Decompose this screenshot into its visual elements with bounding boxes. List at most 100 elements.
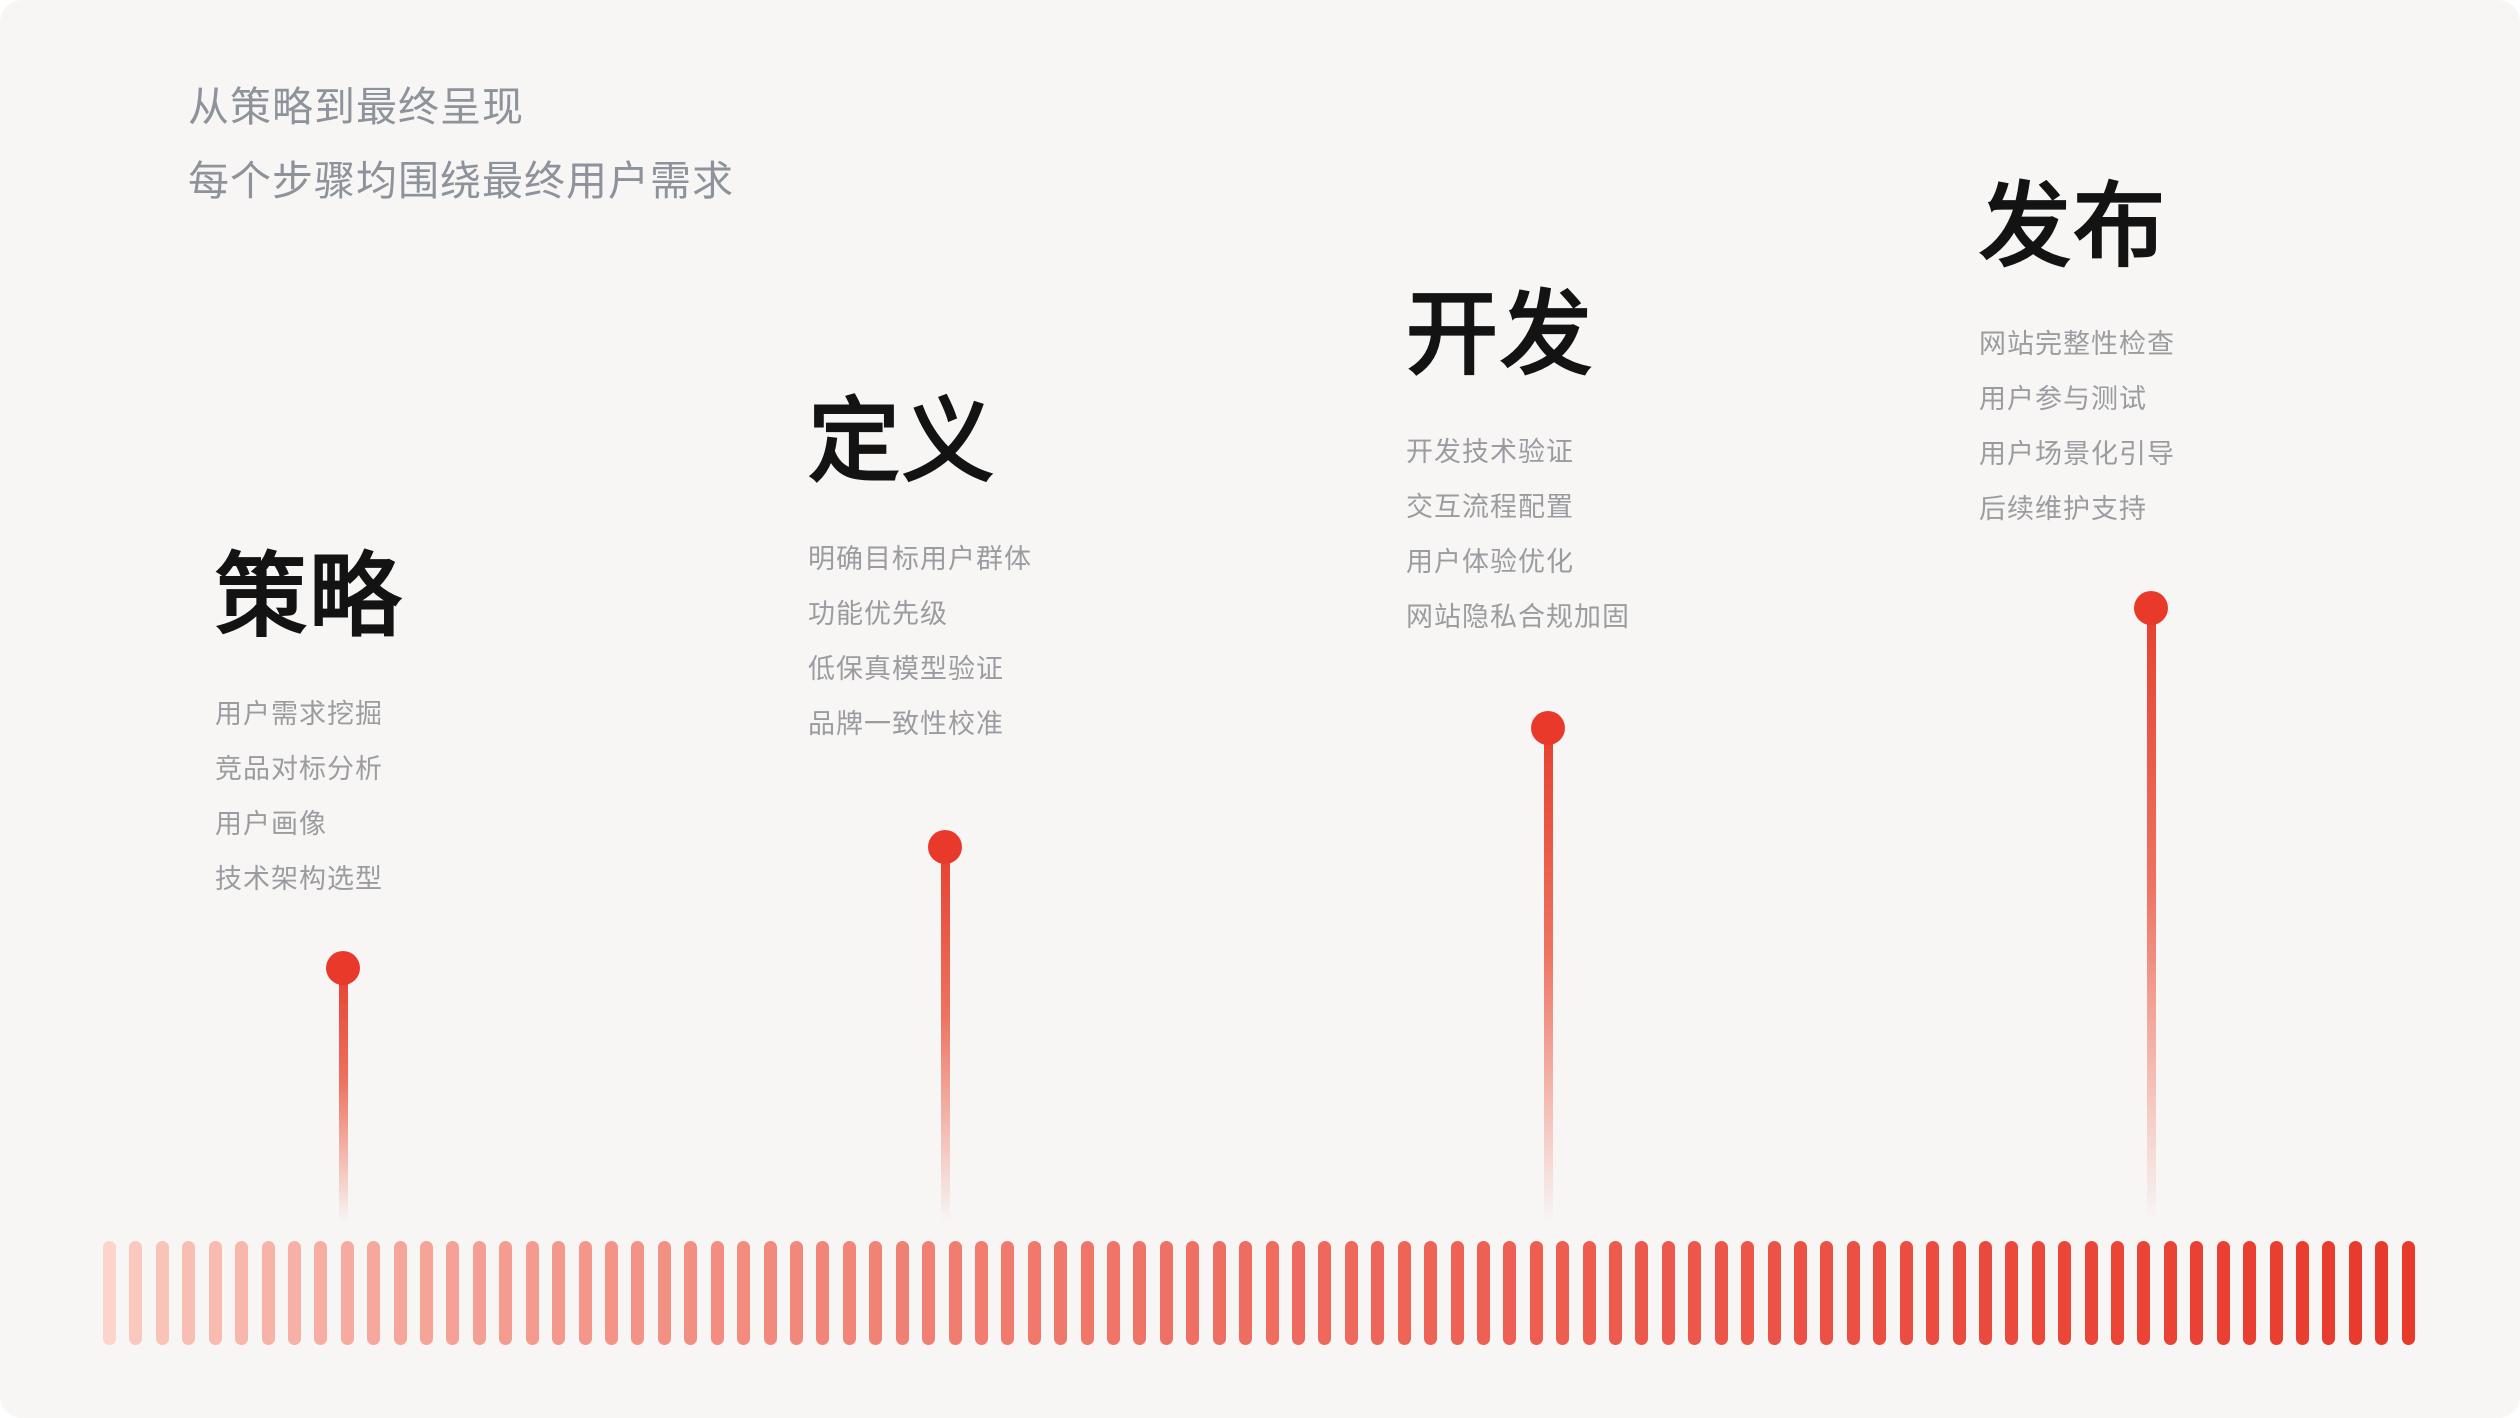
- ticker-bar: [1741, 1241, 1755, 1345]
- ticker-bar: [842, 1241, 856, 1345]
- ticker-bar: [1291, 1241, 1305, 1345]
- ticker-bar: [103, 1241, 116, 1345]
- ticker-bar: [446, 1241, 460, 1345]
- stage-item: 用户场景化引导: [1979, 439, 2175, 469]
- ticker-bar: [472, 1241, 486, 1345]
- subtitle-line-1: 从策略到最终呈现: [188, 84, 524, 130]
- ticker-bar: [1767, 1241, 1781, 1345]
- ticker-bar: [1159, 1241, 1173, 1345]
- ticker-bar: [182, 1241, 196, 1345]
- ticker-bar: [763, 1241, 777, 1345]
- ticker-bar: [2137, 1241, 2151, 1345]
- ticker-bar: [2269, 1241, 2283, 1345]
- ticker-bar: [789, 1241, 803, 1345]
- ticker-bar: [1582, 1241, 1596, 1345]
- ticker-bar: [1556, 1241, 1570, 1345]
- stage-group-strategy: 策略 用户需求挖掘 竞品对标分析 用户画像 技术架构选型: [215, 550, 403, 920]
- ticker-bar: [1635, 1241, 1649, 1345]
- ticker-bar: [1371, 1241, 1385, 1345]
- ticker-bar: [605, 1241, 619, 1345]
- ticker-bar: [2401, 1241, 2415, 1345]
- ticker-bar: [1318, 1241, 1332, 1345]
- ticker-bar: [1899, 1241, 1913, 1345]
- ticker-bar: [1054, 1241, 1068, 1345]
- ticker-bar: [393, 1241, 407, 1345]
- ticker-bar: [1107, 1241, 1121, 1345]
- ticker-bar: [2216, 1241, 2230, 1345]
- ticker-bar: [2084, 1241, 2098, 1345]
- ticker-bar: [2375, 1241, 2389, 1345]
- ticker-bar: [420, 1241, 434, 1345]
- ticker-bar: [1978, 1241, 1992, 1345]
- ticker-bar: [2190, 1241, 2204, 1345]
- ticker-bar: [2058, 1241, 2072, 1345]
- ticker-bar: [657, 1241, 671, 1345]
- ticker-bar: [2348, 1241, 2362, 1345]
- ticker-bar: [1212, 1241, 1226, 1345]
- stage-item: 技术架构选型: [215, 864, 383, 894]
- pin-stem: [1543, 728, 1553, 1222]
- pin-stem: [338, 968, 348, 1222]
- ticker-bar: [2005, 1241, 2019, 1345]
- stage-item: 用户体验优化: [1406, 547, 1574, 577]
- ticker-bar: [1001, 1241, 1015, 1345]
- ticker-bar: [2322, 1241, 2336, 1345]
- ticker-bar: [287, 1241, 301, 1345]
- stage-group-define: 定义 明确目标用户群体 功能优先级 低保真模型验证 品牌一致性校准: [808, 395, 1032, 765]
- ticker-bar: [1080, 1241, 1094, 1345]
- stage-item: 交互流程配置: [1406, 492, 1574, 522]
- ticker-bar: [1133, 1241, 1147, 1345]
- stage-item: 低保真模型验证: [808, 654, 1004, 684]
- ticker-bar: [525, 1241, 539, 1345]
- pin-dot-icon: [928, 830, 962, 864]
- ticker-bar: [155, 1241, 169, 1345]
- ticker-bar: [710, 1241, 724, 1345]
- stage-item: 功能优先级: [808, 599, 948, 629]
- ticker-bar: [1503, 1241, 1517, 1345]
- stage-item: 网站完整性检查: [1979, 329, 2175, 359]
- stage-item: 开发技术验证: [1406, 437, 1574, 467]
- ticker-bar: [1926, 1241, 1940, 1345]
- ticker-bar: [922, 1241, 936, 1345]
- ticker-bar: [1794, 1241, 1807, 1345]
- ticker-bar: [2031, 1241, 2045, 1345]
- ticker-bar: [340, 1241, 354, 1345]
- ticker-bar: [1820, 1241, 1834, 1345]
- pin-stem: [2146, 608, 2156, 1222]
- ticker-bar: [1027, 1241, 1041, 1345]
- stage-title: 策略: [215, 546, 404, 648]
- subtitle-line-2: 每个步骤均围绕最终用户需求: [188, 158, 734, 204]
- stage-item: 用户画像: [215, 809, 327, 839]
- stage-title: 开发: [1406, 284, 1595, 386]
- stage-title: 定义: [808, 391, 997, 493]
- ticker-bar: [1186, 1241, 1200, 1345]
- stage-item: 竞品对标分析: [215, 754, 383, 784]
- page-subtitle: 从策略到最终呈现 每个步骤均围绕最终用户需求: [188, 70, 734, 218]
- ticker-bar: [499, 1241, 513, 1345]
- stage-title: 发布: [1979, 176, 2168, 278]
- stage-group-develop: 开发 开发技术验证 交互流程配置 用户体验优化 网站隐私合规加固: [1406, 288, 1630, 658]
- ticker-bar: [578, 1241, 592, 1345]
- timeline-ticker: [103, 1241, 2416, 1345]
- ticker-bar: [129, 1241, 143, 1345]
- ticker-bar: [261, 1241, 275, 1345]
- ticker-bar: [1846, 1241, 1860, 1345]
- ticker-bar: [2243, 1241, 2257, 1345]
- ticker-bar: [974, 1241, 988, 1345]
- stage-item: 品牌一致性校准: [808, 709, 1004, 739]
- stage-item: 后续维护支持: [1979, 494, 2147, 524]
- ticker-bar: [684, 1241, 698, 1345]
- ticker-bar: [816, 1241, 830, 1345]
- ticker-bar: [2163, 1241, 2177, 1345]
- ticker-bar: [1688, 1241, 1702, 1345]
- stage-group-launch: 发布 网站完整性检查 用户参与测试 用户场景化引导 后续维护支持: [1979, 180, 2175, 550]
- ticker-bar: [1952, 1241, 1966, 1345]
- pin-stem: [940, 847, 950, 1222]
- ticker-bar: [1424, 1241, 1438, 1345]
- ticker-bar: [1265, 1241, 1279, 1345]
- stage-item: 用户参与测试: [1979, 384, 2147, 414]
- ticker-bar: [1714, 1241, 1728, 1345]
- ticker-bar: [2111, 1241, 2125, 1345]
- ticker-bar: [2296, 1241, 2310, 1345]
